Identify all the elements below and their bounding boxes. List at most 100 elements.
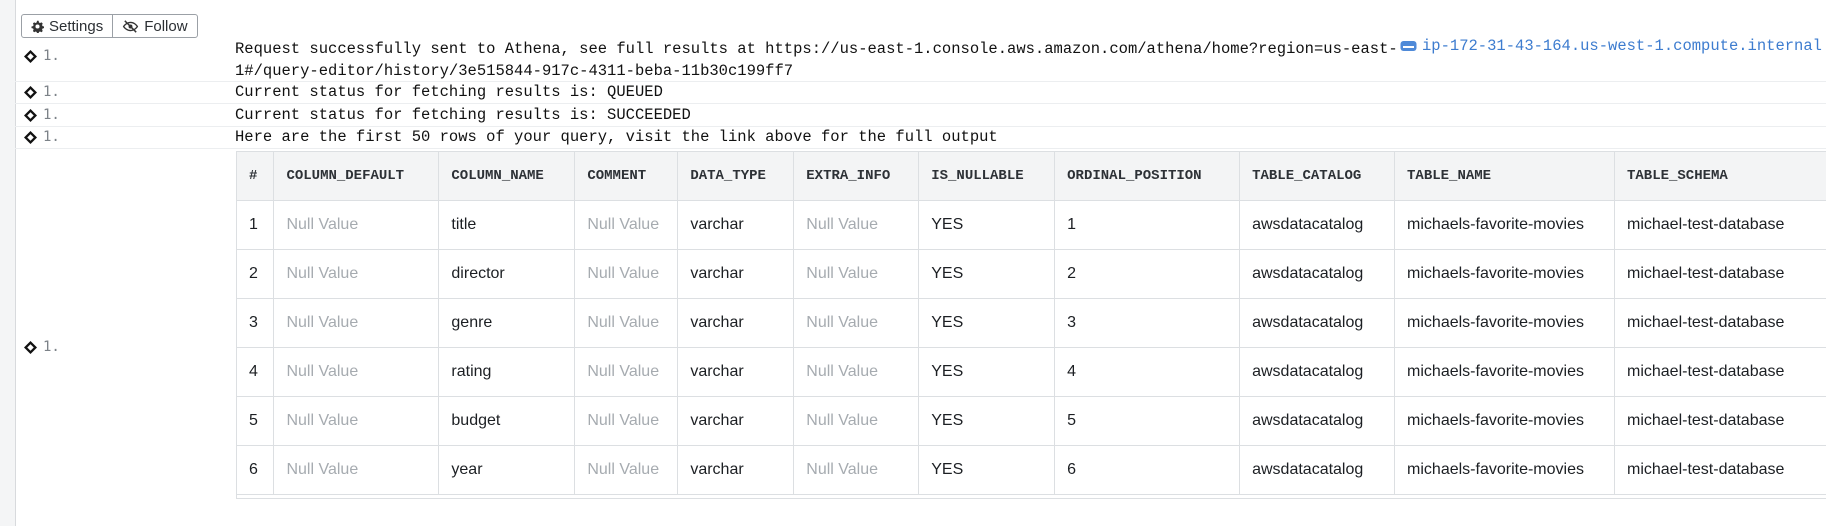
column-header[interactable]: COLUMN_DEFAULT — [273, 152, 440, 201]
table-cell: YES — [918, 396, 1056, 446]
table-cell: YES — [918, 200, 1056, 250]
table-cell: awsdatacatalog — [1239, 298, 1396, 348]
table-cell: Null Value — [273, 347, 440, 397]
table-cell: michael-test-database — [1614, 298, 1826, 348]
row-gutter: 1. — [24, 48, 60, 64]
request-line-1[interactable]: Request successfully sent to Athena, see… — [235, 40, 1398, 58]
output-row-status-succeeded: 1. Current status for fetching results i… — [15, 103, 1826, 127]
column-header[interactable]: DATA_TYPE — [677, 152, 795, 201]
column-header[interactable]: IS_NULLABLE — [918, 152, 1056, 201]
status-succeeded-message: Current status for fetching results is: … — [235, 106, 691, 124]
table-cell: 3 — [237, 298, 275, 348]
output-toolbar: Settings Follow — [21, 14, 198, 38]
table-cell: Null Value — [574, 396, 679, 446]
column-header[interactable]: # — [237, 152, 275, 201]
follow-label: Follow — [144, 17, 188, 35]
table-cell: Null Value — [793, 200, 920, 250]
column-header[interactable]: EXTRA_INFO — [793, 152, 920, 201]
line-number: 1. — [43, 107, 60, 123]
table-cell: 2 — [1054, 249, 1241, 299]
table-cell: 6 — [237, 445, 275, 495]
diamond-icon — [24, 85, 37, 99]
table-cell: 4 — [237, 347, 275, 397]
column-header[interactable]: TABLE_NAME — [1394, 152, 1615, 201]
diamond-icon — [24, 49, 37, 63]
table-cell: varchar — [677, 347, 795, 397]
table-cell: Null Value — [273, 200, 440, 250]
table-cell: michael-test-database — [1614, 249, 1826, 299]
diamond-icon — [24, 130, 37, 144]
table-cell: michael-test-database — [1614, 396, 1826, 446]
diamond-icon — [24, 340, 37, 354]
table-cell: YES — [918, 347, 1056, 397]
table-cell: Null Value — [574, 347, 679, 397]
line-number: 1. — [43, 129, 60, 145]
table-cell: awsdatacatalog — [1239, 445, 1396, 495]
table-cell: Null Value — [273, 396, 440, 446]
settings-label: Settings — [49, 17, 104, 35]
follow-button[interactable]: Follow — [112, 15, 196, 37]
eye-slash-icon — [123, 19, 139, 33]
settings-button[interactable]: Settings — [22, 15, 112, 37]
table-cell: 5 — [237, 396, 275, 446]
column-header[interactable]: TABLE_CATALOG — [1239, 152, 1396, 201]
output-row-status-queued: 1. Current status for fetching results i… — [15, 81, 1826, 104]
table-cell: Null Value — [273, 298, 440, 348]
row-gutter: 1. — [24, 84, 60, 100]
table-cell: awsdatacatalog — [1239, 347, 1396, 397]
column-header[interactable]: ORDINAL_POSITION — [1054, 152, 1241, 201]
table-cell: Null Value — [574, 249, 679, 299]
server-icon — [1400, 41, 1417, 51]
table-cell: Null Value — [574, 445, 679, 495]
table-cell: 2 — [237, 249, 275, 299]
status-queued-message: Current status for fetching results is: … — [235, 83, 663, 101]
table-cell: varchar — [677, 396, 795, 446]
row-gutter: 1. — [24, 107, 60, 123]
column-header[interactable]: COMMENT — [574, 152, 679, 201]
line-number: 1. — [43, 339, 60, 355]
column-header[interactable]: COLUMN_NAME — [438, 152, 576, 201]
gear-icon — [31, 20, 44, 33]
table-cell: genre — [438, 298, 576, 348]
table-cell: michaels-favorite-movies — [1394, 347, 1615, 397]
table-cell: Null Value — [793, 249, 920, 299]
host-link[interactable]: ip-172-31-43-164.us-west-1.compute.inter… — [1400, 37, 1822, 55]
table-cell: YES — [918, 298, 1056, 348]
table-cell: michaels-favorite-movies — [1394, 445, 1615, 495]
table-cell: michael-test-database — [1614, 445, 1826, 495]
table-cell: Null Value — [273, 249, 440, 299]
column-header[interactable]: TABLE_SCHEMA — [1614, 152, 1826, 201]
table-cell: 6 — [1054, 445, 1241, 495]
table-cell: michael-test-database — [1614, 347, 1826, 397]
line-number: 1. — [43, 84, 60, 100]
table-cell: awsdatacatalog — [1239, 396, 1396, 446]
table-cell: michaels-favorite-movies — [1394, 200, 1615, 250]
diamond-icon — [24, 108, 37, 122]
table-cell: Null Value — [574, 298, 679, 348]
host-name: ip-172-31-43-164.us-west-1.compute.inter… — [1422, 37, 1822, 55]
table-cell: 4 — [1054, 347, 1241, 397]
table-cell: Null Value — [793, 347, 920, 397]
request-message: Request successfully sent to Athena, see… — [235, 38, 1398, 82]
table-cell: varchar — [677, 200, 795, 250]
request-line-2[interactable]: 1#/query-editor/history/3e515844-917c-43… — [235, 62, 794, 80]
table-cell: awsdatacatalog — [1239, 200, 1396, 250]
table-cell: 1 — [237, 200, 275, 250]
table-cell: YES — [918, 249, 1056, 299]
table-cell: michaels-favorite-movies — [1394, 396, 1615, 446]
table-cell: year — [438, 445, 576, 495]
table-cell: 5 — [1054, 396, 1241, 446]
line-number: 1. — [43, 48, 60, 64]
table-cell: Null Value — [574, 200, 679, 250]
output-row-note: 1. Here are the first 50 rows of your qu… — [15, 126, 1826, 149]
rows-note-message: Here are the first 50 rows of your query… — [235, 128, 998, 146]
